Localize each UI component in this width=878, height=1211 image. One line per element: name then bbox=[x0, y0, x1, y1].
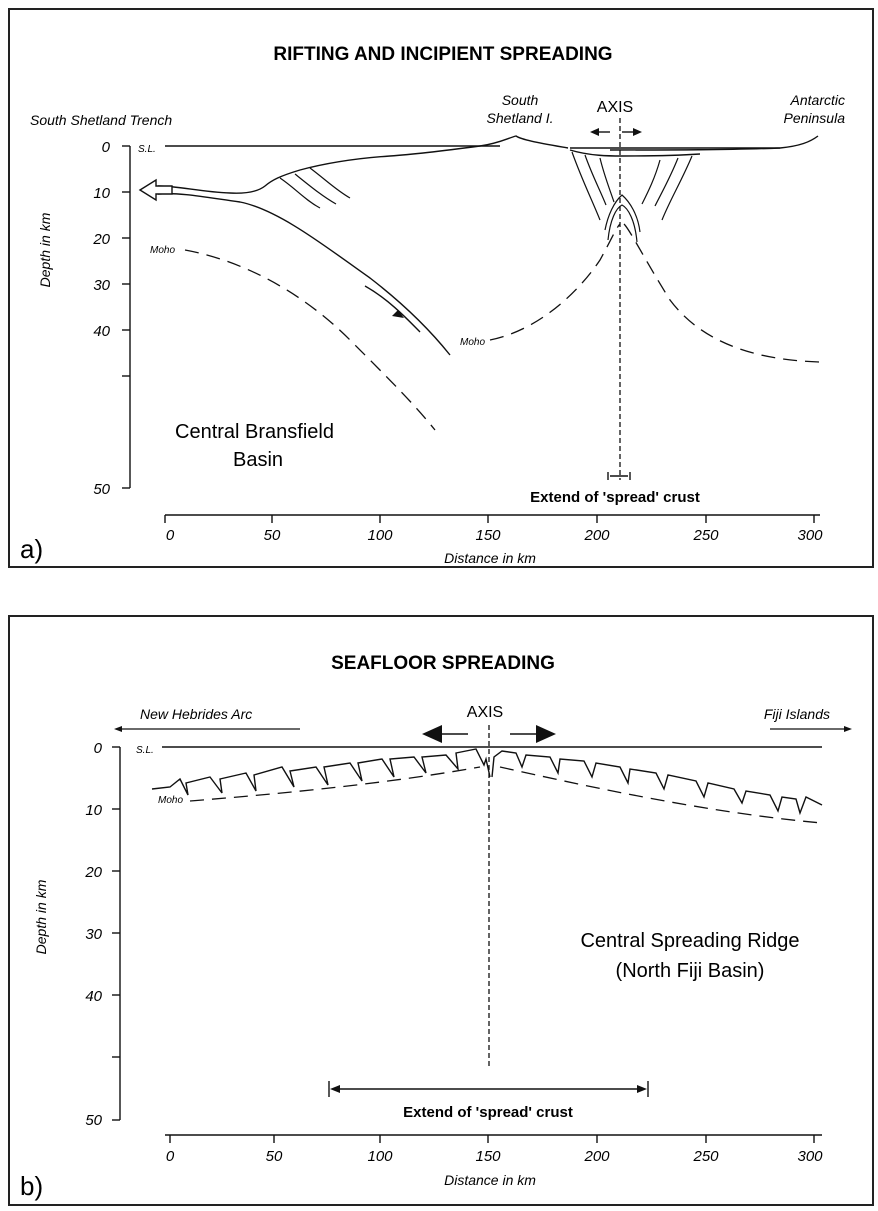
label-south-shetland-trench: South Shetland Trench bbox=[30, 112, 172, 128]
panel-a-title: RIFTING AND INCIPIENT SPREADING bbox=[273, 44, 612, 65]
moho-label-center: Moho bbox=[460, 337, 485, 348]
y-tick-20-b: 20 bbox=[84, 864, 102, 881]
sea-level-label-b: S.L. bbox=[136, 745, 154, 756]
axis-divergence-arrows bbox=[590, 128, 642, 136]
y-axis-title: Depth in km bbox=[37, 212, 53, 287]
slab-base bbox=[364, 285, 421, 333]
y-axis-title-b: Depth in km bbox=[33, 879, 49, 954]
x-tick-250-b: 250 bbox=[692, 1148, 719, 1165]
rifting-cross-section: RIFTING AND INCIPIENT SPREADING South Sh… bbox=[20, 44, 846, 566]
spreading-direction-arrows bbox=[422, 725, 556, 743]
spread-crust-label: Extend of 'spread' crust bbox=[530, 489, 700, 506]
x-tick-200: 200 bbox=[583, 527, 610, 544]
label-antarctic-line2: Peninsula bbox=[784, 110, 846, 126]
label-axis-b: AXIS bbox=[467, 704, 503, 721]
moho-right bbox=[623, 223, 821, 363]
sea-level-line bbox=[165, 145, 780, 149]
moho-right-b bbox=[499, 766, 823, 824]
y-tick-30-b: 30 bbox=[85, 926, 102, 943]
seafloor-fault-blocks bbox=[151, 748, 823, 816]
x-tick-300-b: 300 bbox=[797, 1148, 823, 1165]
island-topography bbox=[479, 135, 569, 149]
panel-b-title: SEAFLOOR SPREADING bbox=[331, 653, 555, 674]
x-tick-100-b: 100 bbox=[367, 1148, 393, 1165]
y-tick-40: 40 bbox=[93, 323, 110, 340]
y-tick-10-b: 10 bbox=[85, 802, 102, 819]
y-tick-30: 30 bbox=[93, 277, 110, 294]
label-south-shetland-line2: Shetland I. bbox=[487, 110, 554, 126]
x-tick-300: 300 bbox=[797, 527, 823, 544]
moho-left bbox=[184, 249, 436, 431]
label-south-shetland-line1: South bbox=[502, 92, 539, 108]
y-tick-50: 50 bbox=[93, 481, 110, 498]
spread-crust-extent-b bbox=[328, 1081, 649, 1097]
lower-slab-top bbox=[157, 192, 451, 356]
right-direction-arrow bbox=[770, 726, 852, 732]
spread-crust-extent bbox=[607, 472, 631, 480]
basin-label-line1: Central Bransfield bbox=[175, 421, 334, 443]
moho-center bbox=[489, 223, 621, 341]
sea-level-label: S.L. bbox=[138, 144, 156, 155]
left-direction-arrow bbox=[114, 726, 300, 732]
x-tick-0: 0 bbox=[166, 527, 175, 544]
x-tick-150-b: 150 bbox=[475, 1148, 501, 1165]
ridge-label-line1: Central Spreading Ridge bbox=[580, 930, 799, 952]
subduction-direction-arrow bbox=[138, 178, 173, 202]
basin-label-line2: Basin bbox=[233, 449, 283, 471]
x-axis-title: Distance in km bbox=[444, 550, 536, 566]
x-tick-100: 100 bbox=[367, 527, 393, 544]
seafloor-profile bbox=[157, 145, 481, 194]
panel-seafloor-spreading: SEAFLOOR SPREADING New Hebrides Arc Fiji… bbox=[8, 615, 874, 1206]
moho-left-b bbox=[189, 766, 481, 802]
rift-faults bbox=[571, 151, 693, 243]
slab-motion-arrow bbox=[392, 310, 404, 318]
label-new-hebrides-arc: New Hebrides Arc bbox=[140, 706, 252, 722]
accretionary-faults bbox=[279, 167, 351, 209]
panel-b-label: b) bbox=[20, 1171, 43, 1201]
x-tick-50-b: 50 bbox=[266, 1148, 283, 1165]
x-tick-250: 250 bbox=[692, 527, 719, 544]
y-tick-20: 20 bbox=[92, 231, 110, 248]
x-axis-title-b: Distance in km bbox=[444, 1172, 536, 1188]
label-fiji-islands: Fiji Islands bbox=[764, 706, 830, 722]
spread-crust-label-b: Extend of 'spread' crust bbox=[403, 1104, 573, 1121]
y-tick-10: 10 bbox=[93, 185, 110, 202]
moho-label-b: Moho bbox=[158, 795, 183, 806]
x-tick-50: 50 bbox=[264, 527, 281, 544]
x-tick-0-b: 0 bbox=[166, 1148, 175, 1165]
x-tick-150: 150 bbox=[475, 527, 501, 544]
seafloor-spreading-cross-section: SEAFLOOR SPREADING New Hebrides Arc Fiji… bbox=[20, 653, 852, 1201]
rift-basin-floor bbox=[569, 149, 701, 157]
y-axis-b: 0 10 20 30 40 50 Depth in km bbox=[33, 740, 121, 1129]
peninsula-topography bbox=[609, 135, 819, 151]
x-axis-b: 0 50 100 150 200 250 300 Distance in km bbox=[165, 1134, 823, 1188]
y-tick-0: 0 bbox=[102, 139, 111, 156]
x-tick-200-b: 200 bbox=[583, 1148, 610, 1165]
panel-a-label: a) bbox=[20, 534, 43, 564]
x-axis: 0 50 100 150 200 250 300 Distance in km bbox=[164, 514, 823, 566]
panel-rifting: RIFTING AND INCIPIENT SPREADING South Sh… bbox=[8, 8, 874, 568]
y-tick-40-b: 40 bbox=[85, 988, 102, 1005]
y-tick-0-b: 0 bbox=[94, 740, 103, 757]
ridge-label-line2: (North Fiji Basin) bbox=[616, 960, 765, 982]
y-axis: 0 10 20 30 40 50 Depth in km bbox=[37, 139, 131, 498]
moho-label-left: Moho bbox=[150, 245, 175, 256]
y-tick-50-b: 50 bbox=[85, 1112, 102, 1129]
label-antarctic-line1: Antarctic bbox=[790, 92, 845, 108]
label-axis: AXIS bbox=[597, 99, 633, 116]
